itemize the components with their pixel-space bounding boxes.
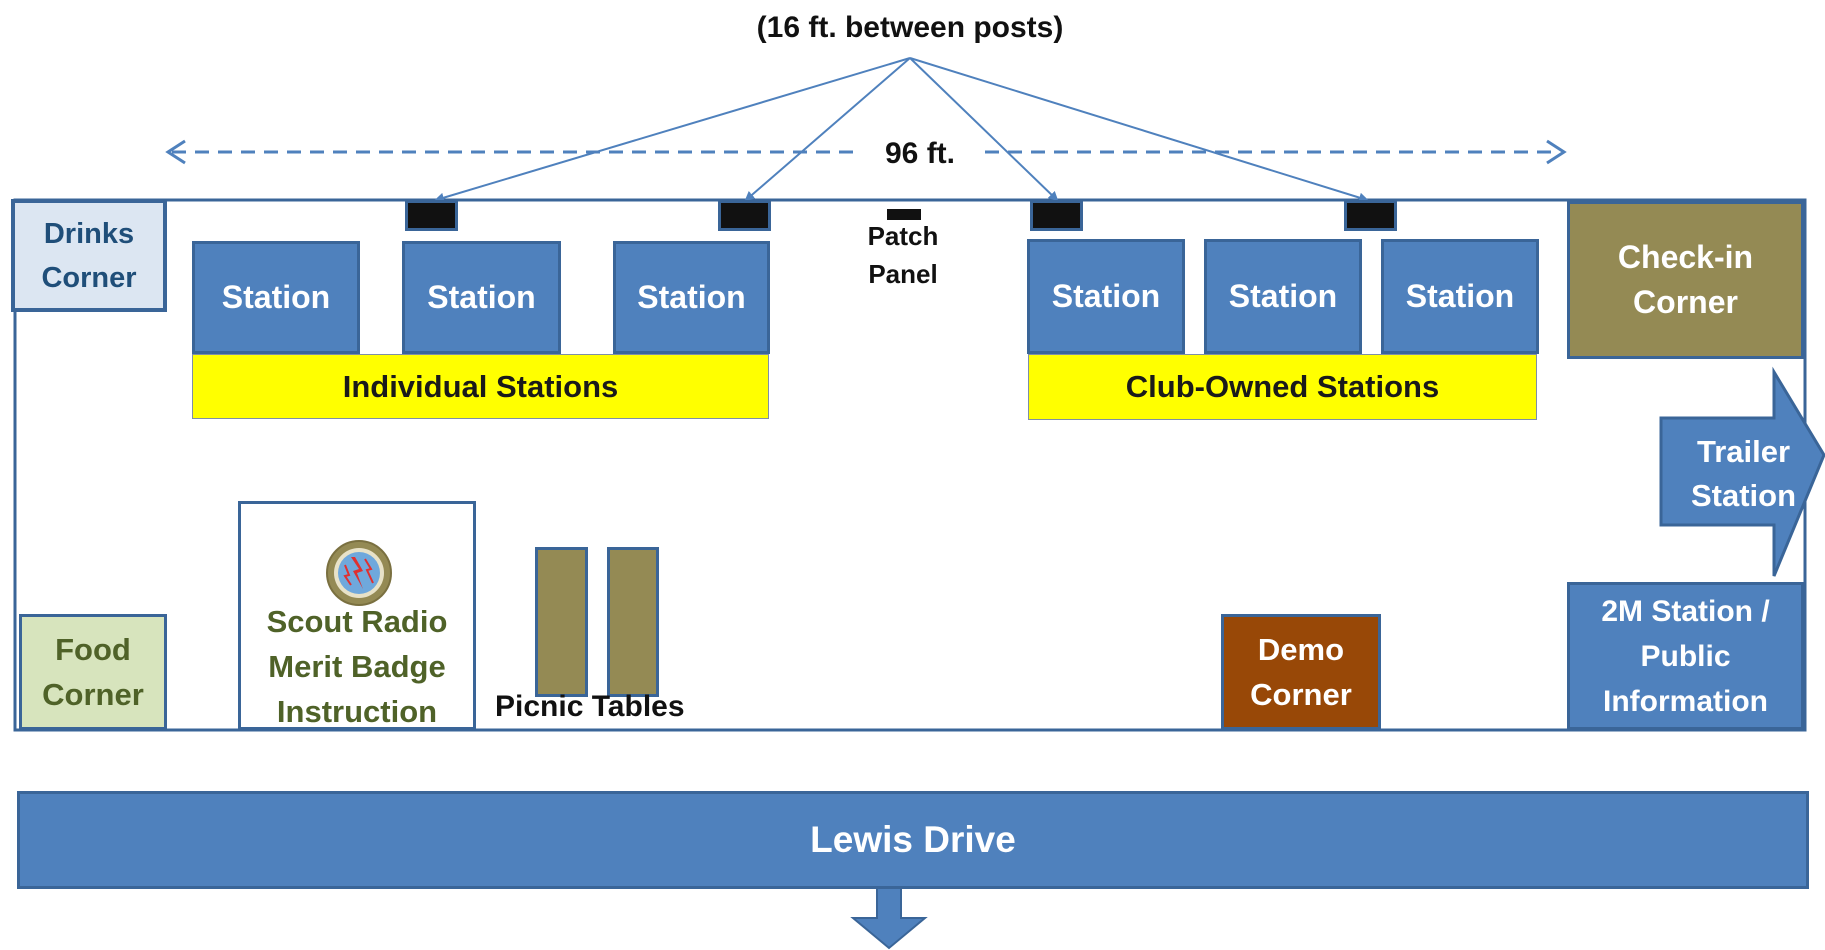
width-dimension-label: 96 ft. xyxy=(884,137,956,170)
check-in-corner-line: Corner xyxy=(1633,284,1738,320)
posts-spacing-label: (16 ft. between posts) xyxy=(756,11,1064,44)
public-information-line: 2M Station / xyxy=(1601,594,1770,628)
scout-instruction-area: Scout Radio Merit Badge Instruction xyxy=(238,501,476,730)
scout-instruction-label: Scout Radio Merit Badge Instruction xyxy=(241,599,473,734)
station-box: Station xyxy=(613,241,770,354)
public-information-line: Public xyxy=(1640,639,1731,673)
drinks-corner-line: Corner xyxy=(41,261,137,294)
demo-corner-line: Corner xyxy=(1250,677,1352,712)
post-marker xyxy=(718,200,771,231)
scout-instruction-line: Scout Radio xyxy=(266,604,448,639)
station-box: Station xyxy=(1027,239,1185,354)
picnic-table xyxy=(607,547,659,697)
station-box: Station xyxy=(1204,239,1362,354)
post-marker xyxy=(405,200,458,231)
check-in-corner-line: Check-in xyxy=(1617,239,1754,275)
trailer-station-line: Station xyxy=(1690,478,1797,513)
patch-panel-line: Panel xyxy=(868,259,938,289)
road-lewis-drive: Lewis Drive xyxy=(17,791,1809,889)
public-information-line: Information xyxy=(1603,684,1768,718)
exit-down-arrow xyxy=(850,887,928,950)
picnic-table xyxy=(535,547,588,697)
scout-instruction-line: Instruction xyxy=(276,694,438,729)
food-corner-line: Corner xyxy=(42,677,144,712)
patch-panel-label: Patch Panel xyxy=(848,217,958,293)
trailer-station-arrow xyxy=(1659,366,1825,577)
club-stations-label: Club-Owned Stations xyxy=(1028,354,1537,420)
trailer-station-line: Trailer xyxy=(1696,434,1791,469)
patch-panel-line: Patch xyxy=(867,221,939,251)
dimension-arrowhead-right xyxy=(1546,139,1567,165)
post-marker xyxy=(1030,200,1083,231)
food-corner: Food Corner xyxy=(19,614,167,730)
individual-stations-label: Individual Stations xyxy=(192,354,769,419)
demo-corner-line: Demo xyxy=(1257,632,1345,667)
merit-badge-icon xyxy=(326,540,392,606)
station-box: Station xyxy=(1381,239,1539,354)
drinks-corner: Drinks Corner xyxy=(11,199,167,312)
demo-corner: Demo Corner xyxy=(1221,614,1381,730)
drinks-corner-line: Drinks xyxy=(43,217,135,250)
food-corner-line: Food xyxy=(55,632,131,667)
picnic-tables-label: Picnic Tables xyxy=(495,690,685,723)
post-marker xyxy=(1344,200,1397,231)
station-box: Station xyxy=(192,241,360,354)
post-pointer-lines xyxy=(434,57,1369,203)
check-in-corner: Check-in Corner xyxy=(1567,201,1804,359)
station-box: Station xyxy=(402,241,561,354)
scout-instruction-line: Merit Badge xyxy=(268,649,446,684)
trailer-station-label: Trailer Station xyxy=(1661,430,1825,518)
public-information-station: 2M Station / Public Information xyxy=(1567,582,1804,730)
dimension-arrowhead-left xyxy=(165,139,186,165)
patch-panel-marker xyxy=(887,209,921,220)
